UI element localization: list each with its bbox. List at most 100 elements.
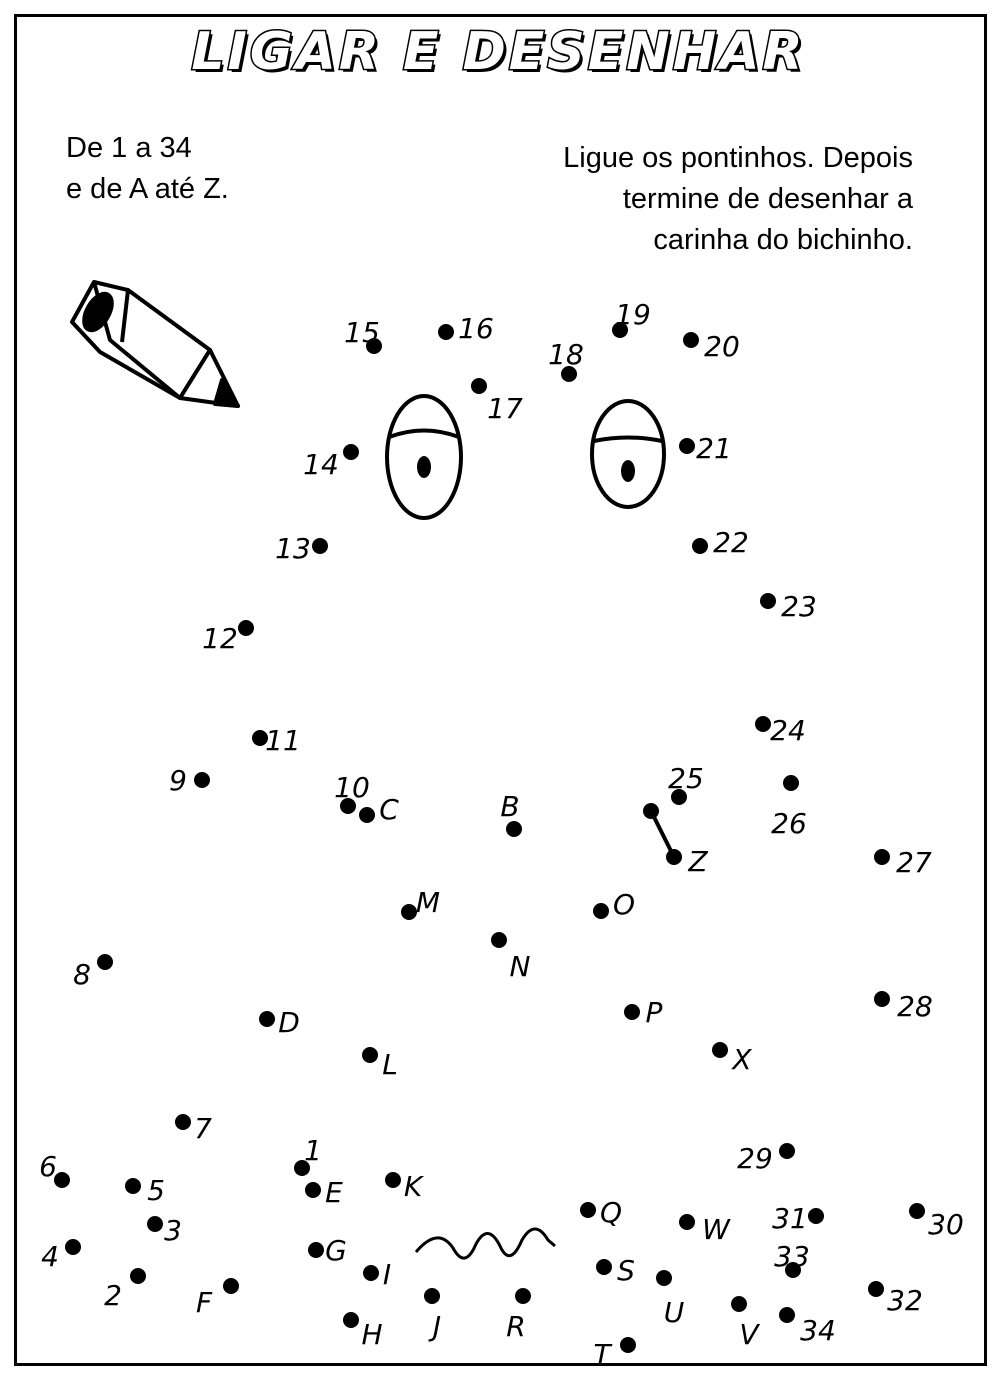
letter-dot	[259, 1011, 275, 1027]
number-dot	[561, 366, 577, 382]
letter-dot	[308, 1242, 324, 1258]
number-dot	[130, 1268, 146, 1284]
number-dot	[612, 322, 628, 338]
number-dot	[909, 1203, 925, 1219]
page-border	[14, 14, 987, 1366]
number-label: 13	[275, 532, 311, 565]
letter-label: V	[739, 1318, 760, 1351]
number-label: 19	[615, 298, 651, 331]
number-label: 9	[169, 764, 187, 797]
number-dot	[54, 1172, 70, 1188]
number-dot	[679, 438, 695, 454]
eye-icon	[590, 399, 666, 509]
number-label: 5	[147, 1174, 165, 1207]
number-dot	[868, 1281, 884, 1297]
letter-dot	[385, 1172, 401, 1188]
number-dot	[808, 1208, 824, 1224]
letter-dot	[305, 1182, 321, 1198]
number-dot	[343, 444, 359, 460]
number-label: 8	[73, 958, 91, 991]
number-label: 22	[713, 526, 749, 559]
number-dot	[671, 789, 687, 805]
dot	[643, 803, 659, 819]
number-dot	[755, 716, 771, 732]
letter-dot	[515, 1288, 531, 1304]
instruction-line: De 1 a 34	[66, 132, 192, 164]
letter-dot	[712, 1042, 728, 1058]
number-dot	[97, 954, 113, 970]
pencil-icon	[70, 280, 240, 408]
number-label: 26	[771, 807, 807, 840]
number-label: 15	[344, 316, 380, 349]
letter-dot	[656, 1270, 672, 1286]
number-dot	[125, 1178, 141, 1194]
letter-label: G	[325, 1234, 347, 1267]
number-dot	[366, 338, 382, 354]
letter-label: L	[382, 1048, 398, 1081]
letter-label: X	[730, 1043, 752, 1076]
number-label: 12	[202, 622, 238, 655]
number-label: 14	[303, 448, 339, 481]
number-dot	[340, 798, 356, 814]
letter-dot	[620, 1337, 636, 1353]
number-label: 11	[265, 724, 301, 757]
letter-label: R	[506, 1310, 525, 1343]
letter-dot	[491, 932, 507, 948]
number-dot	[785, 1262, 801, 1278]
number-dot	[783, 775, 799, 791]
letter-dot	[731, 1296, 747, 1312]
number-dot	[438, 324, 454, 340]
connector-line	[649, 810, 676, 858]
letter-label: B	[500, 790, 519, 823]
letter-dot	[679, 1214, 695, 1230]
instructions-left: De 1 a 34 e de A até Z.	[66, 128, 229, 210]
number-dot	[175, 1114, 191, 1130]
number-label: 24	[770, 714, 806, 747]
letter-label: I	[383, 1258, 391, 1291]
letter-label: C	[379, 793, 399, 826]
number-label: 1	[304, 1134, 322, 1167]
eye-icon	[385, 394, 463, 520]
number-label: 32	[887, 1284, 923, 1317]
letter-dot	[359, 807, 375, 823]
number-label: 30	[928, 1208, 964, 1241]
number-label: 20	[704, 330, 740, 363]
number-label: 17	[487, 392, 523, 425]
letter-label: Q	[600, 1196, 622, 1229]
letter-dot	[424, 1288, 440, 1304]
number-label: 29	[737, 1142, 773, 1175]
letter-label: P	[646, 996, 663, 1029]
number-dot	[874, 849, 890, 865]
letter-dot	[666, 849, 682, 865]
page-title: LIGAR E DESENHAR	[190, 21, 806, 84]
letter-dot	[624, 1004, 640, 1020]
number-label: 2	[104, 1279, 122, 1312]
number-label: 4	[41, 1240, 59, 1273]
letter-dot	[593, 903, 609, 919]
instruction-line: termine de desenhar a	[622, 183, 913, 215]
number-label: 21	[696, 432, 732, 465]
letter-label: N	[510, 950, 531, 983]
letter-label: E	[325, 1176, 343, 1209]
letter-label: H	[361, 1318, 382, 1351]
number-label: 16	[458, 312, 494, 345]
number-dot	[252, 730, 268, 746]
letter-label: M	[416, 886, 440, 919]
number-dot	[779, 1143, 795, 1159]
instruction-line: carinha do bichinho.	[653, 224, 913, 256]
letter-dot	[506, 821, 522, 837]
number-dot	[874, 991, 890, 1007]
letter-label: W	[702, 1213, 731, 1246]
instruction-line: e de A até Z.	[66, 173, 229, 205]
letter-dot	[223, 1278, 239, 1294]
letter-dot	[362, 1047, 378, 1063]
number-label: 31	[772, 1202, 808, 1235]
letter-dot	[343, 1312, 359, 1328]
letter-label: D	[278, 1006, 300, 1039]
number-dot	[238, 620, 254, 636]
letter-dot	[580, 1202, 596, 1218]
instructions-right: Ligue os pontinhos. Depois termine de de…	[563, 138, 913, 261]
